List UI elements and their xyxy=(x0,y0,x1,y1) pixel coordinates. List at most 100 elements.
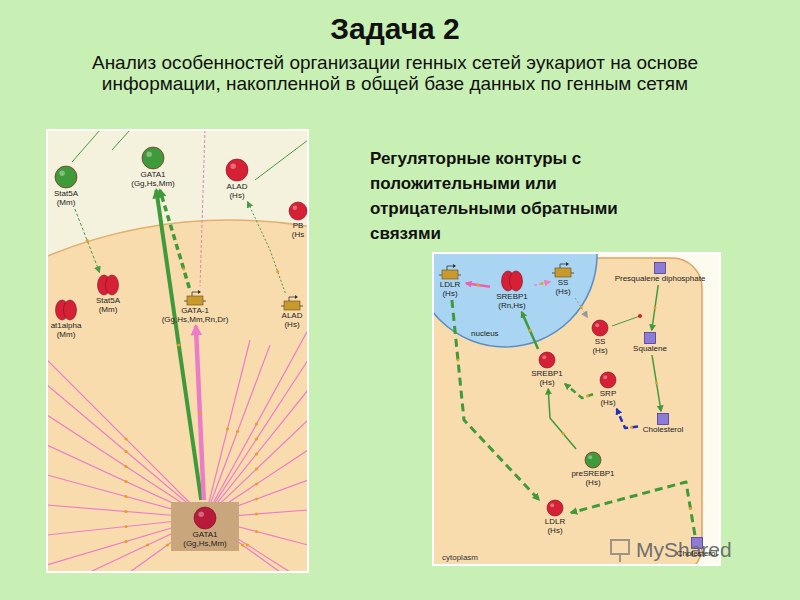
highlight xyxy=(550,503,554,507)
icon-holder xyxy=(552,262,574,278)
node-label: GATA1 (Gg,Hs,Mm) xyxy=(121,170,185,188)
node-icon xyxy=(644,332,656,344)
molecule-node: Cholesterol xyxy=(640,413,686,434)
ray-dot xyxy=(255,467,258,470)
node-icon xyxy=(281,295,303,311)
gene-box xyxy=(442,270,458,279)
left-panel xyxy=(47,130,308,572)
connector xyxy=(565,384,593,398)
promoter-head xyxy=(295,295,298,299)
region-label: cytoplasm xyxy=(442,553,478,562)
ray-dot xyxy=(255,512,258,515)
ray-dot xyxy=(124,540,127,543)
highlight xyxy=(588,455,592,459)
connector xyxy=(575,298,587,317)
ray-dot xyxy=(124,480,127,483)
node-icon xyxy=(657,413,669,425)
node-label: Stat5A (Mm) xyxy=(49,189,83,207)
node-icon xyxy=(538,351,556,369)
icon-holder xyxy=(54,165,78,189)
connector-dot xyxy=(276,270,279,273)
node-label: Cholesterol xyxy=(640,425,686,434)
connector-dot xyxy=(528,329,531,332)
connector xyxy=(652,355,661,411)
molecule-node: LDLR (Hs) xyxy=(436,264,464,298)
node-label: Stat5A (Mm) xyxy=(91,296,125,314)
molecule-node: SS (Hs) xyxy=(552,262,574,296)
subtitle: Анализ особенностей организации генных с… xyxy=(80,52,710,94)
metabolite-square xyxy=(655,263,666,274)
connector-dot xyxy=(182,268,185,271)
metabolite-square xyxy=(658,414,669,425)
connector xyxy=(571,482,695,535)
molecule-node: SS (Hs) xyxy=(588,319,612,355)
icon-holder xyxy=(141,146,165,170)
regulation-ray xyxy=(205,330,308,518)
connector-dot xyxy=(580,306,583,309)
node-icon xyxy=(599,371,617,389)
molecule-circle xyxy=(600,372,616,388)
node-label: SS (Hs) xyxy=(552,278,574,296)
molecule-node: at1alpha (Mm) xyxy=(46,299,86,339)
regulation-ray xyxy=(205,390,308,518)
node-icon xyxy=(288,201,308,221)
regulation-ray xyxy=(205,340,250,518)
node-icon xyxy=(225,158,249,182)
icon-holder xyxy=(644,332,656,344)
node-label: LDLR (Hs) xyxy=(436,280,464,298)
nucleus-region: nucleus LDLR (Hs) SREBP1 (Rn,Hs) SS (Hs) xyxy=(433,253,593,348)
connector-dot xyxy=(654,306,657,309)
ray-group xyxy=(47,330,308,572)
node-icon xyxy=(500,270,524,292)
node-label: preSREBP1 (Hs) xyxy=(570,469,616,487)
molecule-node: SRP (Hs) xyxy=(595,371,621,407)
node-icon xyxy=(141,146,165,170)
molecule-circle xyxy=(142,147,164,169)
connector-dot xyxy=(177,344,180,347)
connector-dot xyxy=(586,395,589,398)
ray-dot xyxy=(166,543,169,546)
regulation-ray xyxy=(47,360,205,518)
connector xyxy=(617,409,638,428)
thin-wire xyxy=(612,316,640,326)
molecule-circle xyxy=(194,507,216,529)
ray-dot xyxy=(255,422,258,425)
node-label: PB (Hs xyxy=(289,221,307,239)
node-label: Presqualene diphosphate xyxy=(606,274,714,283)
ray-dot xyxy=(255,452,258,455)
node-icon xyxy=(591,319,609,337)
wire-dot xyxy=(638,314,642,318)
connector xyxy=(466,283,490,287)
highlight xyxy=(230,163,236,169)
region-label: nucleus xyxy=(471,329,499,338)
node-label: SREBP1 (Hs) xyxy=(531,369,563,387)
promoter-head xyxy=(566,262,569,266)
node-label: SREBP1 (Rn,Hs) xyxy=(492,292,532,310)
protein-subunit xyxy=(64,300,77,320)
highlight xyxy=(198,511,204,517)
promoter-arrow xyxy=(447,266,454,270)
gene-box xyxy=(555,268,571,277)
connector xyxy=(652,285,658,330)
connector-dot xyxy=(456,359,459,362)
icon-holder xyxy=(288,201,308,221)
regulation-ray xyxy=(205,360,308,518)
highlight xyxy=(293,206,298,211)
ray-dot xyxy=(124,450,127,453)
icon-holder xyxy=(654,262,666,274)
highlight xyxy=(146,151,152,157)
node-label: Cholesterol xyxy=(674,549,720,558)
molecule-node: PB (Hs xyxy=(288,201,308,239)
icon-holder xyxy=(193,506,217,530)
node-label: SS (Hs) xyxy=(588,337,612,355)
promoter-arrow xyxy=(289,297,296,301)
node-icon xyxy=(654,262,666,274)
molecule-node: SREBP1 (Rn,Hs) xyxy=(492,270,532,310)
highlight xyxy=(542,355,546,359)
molecule-node: Squalene xyxy=(630,332,670,353)
promoter-arrow xyxy=(560,264,567,268)
ray-dot xyxy=(124,525,127,528)
icon-holder xyxy=(439,264,461,280)
ray-dot xyxy=(124,465,127,468)
